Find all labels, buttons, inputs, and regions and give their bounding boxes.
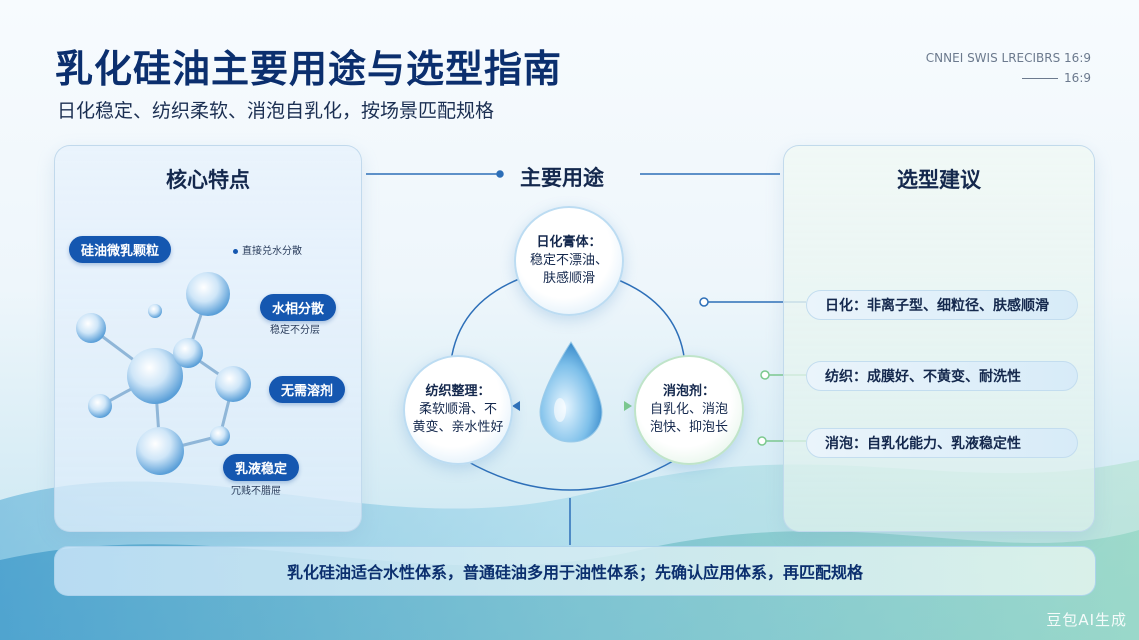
use-textile: 纺织整理： 柔软顺滑、不 黄变、亲水性好 <box>403 355 513 465</box>
advice-textile: 纺织：成膜好、不黄变、耐洗性 <box>806 361 1078 391</box>
use-textile-line1: 柔软顺滑、不 <box>418 402 497 417</box>
summary-text: 乳化硅油适合水性体系，普通硅油多用于油性体系；先确认应用体系，再匹配规格 <box>286 563 863 582</box>
corner-caption: CNNEI SWIS LRECIBRS 16:9 16:9 <box>851 48 1091 88</box>
advice-daily-chemical: 日化：非离子型、细粒径、肤感顺滑 <box>806 290 1078 320</box>
core-features-title: 核心特点 <box>166 168 250 192</box>
use-defoamer-line1: 自乳化、消泡 <box>649 402 728 417</box>
use-daily-chemical-line1: 稳定不漂油、 <box>529 253 608 268</box>
bullet-dot <box>233 248 238 254</box>
feature-note-dilute: 直接兑水分散 <box>233 242 302 257</box>
use-defoamer-head: 消泡剂： <box>662 384 715 399</box>
molecule-illustration <box>76 272 251 475</box>
use-daily-chemical: 日化膏体： 稳定不漂油、 肤感顺滑 <box>514 206 624 316</box>
use-daily-chemical-head: 日化膏体： <box>536 235 602 250</box>
page-subtitle: 日化稳定、纺织柔软、消泡自乳化，按场景匹配规格 <box>57 100 495 122</box>
water-drop-icon <box>539 341 603 443</box>
use-textile-head: 纺织整理： <box>425 384 491 399</box>
selection-advice-title: 选型建议 <box>897 168 981 192</box>
corner-line-2: 16:9 <box>851 68 1091 88</box>
corner-ratio: 16:9 <box>1064 71 1091 85</box>
use-defoamer-line2: 泡快、抑泡长 <box>649 420 728 435</box>
feature-water-phase: 水相分散 <box>260 294 337 321</box>
feature-microemulsion: 硅油微乳颗粒 <box>69 236 172 263</box>
feature-no-solvent: 无需溶剂 <box>269 376 346 403</box>
feature-emulsion-stable: 乳液稳定 <box>223 454 300 481</box>
feature-note-dilute-text: 直接兑水分散 <box>242 246 302 257</box>
advice-defoamer: 消泡：自乳化能力、乳液稳定性 <box>806 428 1078 458</box>
ai-watermark: 豆包AI生成 <box>1046 611 1127 629</box>
page-title: 乳化硅油主要用途与选型指南 <box>55 47 563 91</box>
selection-advice-panel: 选型建议 <box>783 145 1095 532</box>
core-features-panel: 核心特点 <box>54 145 362 532</box>
use-textile-line2: 黄变、亲水性好 <box>412 420 504 435</box>
corner-line-1: CNNEI SWIS LRECIBRS 16:9 <box>925 51 1091 65</box>
use-daily-chemical-line2: 肤感顺滑 <box>542 271 595 286</box>
main-uses-title: 主要用途 <box>520 166 604 190</box>
feature-note-bottom: 冗贱不腊屉 <box>231 486 281 497</box>
summary-banner: 乳化硅油适合水性体系，普通硅油多用于油性体系；先确认应用体系，再匹配规格 <box>54 546 1096 596</box>
use-defoamer: 消泡剂： 自乳化、消泡 泡快、抑泡长 <box>634 355 744 465</box>
corner-rule <box>1022 78 1059 79</box>
feature-note-stable: 稳定不分层 <box>270 325 320 336</box>
